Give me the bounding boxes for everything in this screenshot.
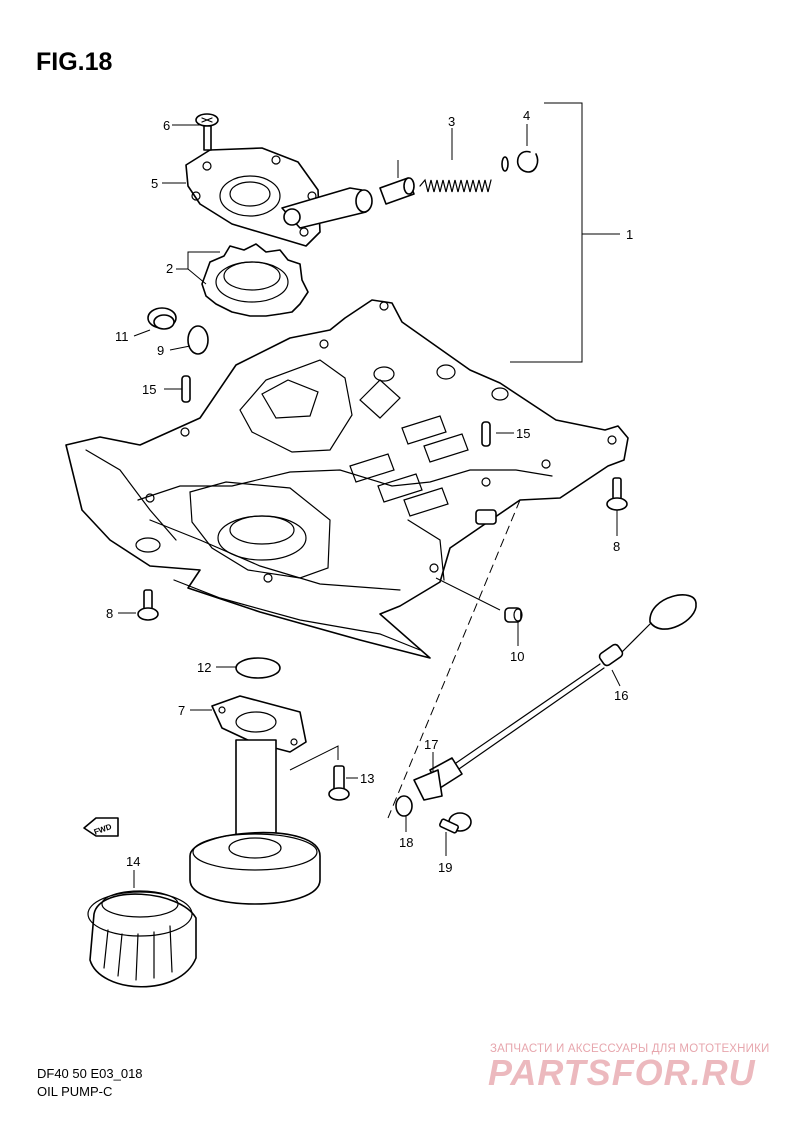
caption-name: OIL PUMP-C — [37, 1084, 113, 1099]
relief-valve — [379, 150, 539, 205]
bolt-8-right — [606, 477, 628, 511]
callout-3: 3 — [448, 114, 455, 129]
oil-pan — [65, 299, 629, 659]
callout-8-right: 8 — [613, 539, 620, 554]
figure-title: FIG.18 — [36, 48, 113, 76]
pump-rotor — [201, 243, 309, 317]
plug-11 — [147, 307, 177, 330]
callout-14: 14 — [126, 854, 140, 869]
watermark-tagline: ЗАПЧАСТИ И АКСЕССУАРЫ ДЛЯ МОТОТЕХНИКИ — [490, 1043, 770, 1055]
callout-15-left: 15 — [142, 382, 156, 397]
callout-15-right: 15 — [516, 426, 530, 441]
callout-5: 5 — [151, 176, 158, 191]
callout-7: 7 — [178, 703, 185, 718]
callout-12: 12 — [197, 660, 211, 675]
callout-10: 10 — [510, 649, 524, 664]
oring-12 — [235, 657, 281, 679]
oring-9 — [187, 325, 209, 355]
callout-11: 11 — [115, 329, 129, 344]
plug-10 — [504, 607, 523, 623]
caption-model: DF40 50 E03_018 — [37, 1066, 143, 1081]
callout-17: 17 — [424, 737, 438, 752]
callout-16: 16 — [614, 688, 628, 703]
callout-4: 4 — [523, 108, 530, 123]
callout-1: 1 — [626, 227, 633, 242]
callout-2: 2 — [166, 261, 173, 276]
fwd-arrow-icon: FWD — [83, 817, 119, 837]
alignment-line — [387, 499, 521, 819]
bolt-19 — [439, 812, 472, 834]
dipstick — [395, 594, 697, 817]
assembly-bracket — [510, 102, 620, 363]
callout-6: 6 — [163, 118, 170, 133]
screw-6 — [195, 113, 219, 151]
callout-8-left: 8 — [106, 606, 113, 621]
callout-19: 19 — [438, 860, 452, 875]
dowel-pin-right — [481, 421, 491, 447]
callout-18: 18 — [399, 835, 413, 850]
callout-9: 9 — [157, 343, 164, 358]
dowel-pin-left — [181, 375, 191, 403]
bolt-13 — [328, 765, 350, 801]
bolt-8-left — [137, 589, 159, 621]
oil-strainer — [189, 695, 321, 905]
watermark-logo: PARTSFOR.RU — [488, 1052, 756, 1093]
pump-cover — [185, 147, 373, 247]
callout-13: 13 — [360, 771, 374, 786]
oil-filter — [87, 890, 197, 988]
